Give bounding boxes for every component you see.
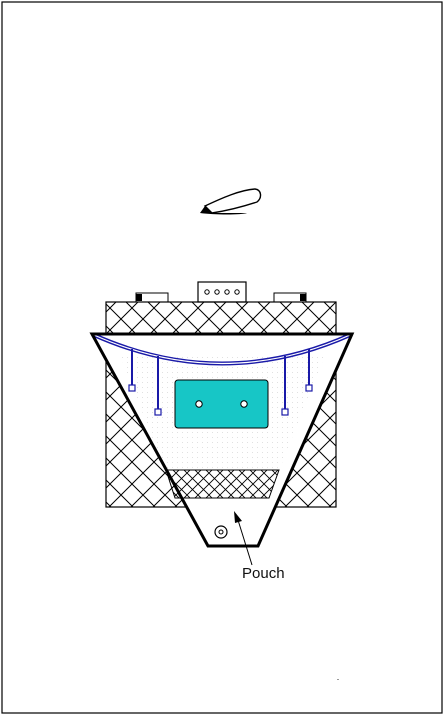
flap-part bbox=[200, 188, 262, 215]
hanging-straps bbox=[131, 349, 310, 410]
mesh-strip bbox=[165, 469, 280, 499]
funnel-outline bbox=[89, 332, 355, 548]
pouch-drain bbox=[214, 525, 228, 539]
corner-mark bbox=[337, 679, 339, 680]
pouch-label: Pouch bbox=[242, 565, 285, 582]
top-band bbox=[105, 301, 337, 336]
strap bbox=[93, 333, 351, 366]
top-connector bbox=[197, 281, 247, 303]
cyan-panel bbox=[174, 379, 269, 429]
strap-grommets bbox=[128, 384, 313, 416]
pouch-leader bbox=[234, 511, 253, 566]
left-clip bbox=[135, 292, 169, 303]
right-clip bbox=[273, 292, 307, 303]
